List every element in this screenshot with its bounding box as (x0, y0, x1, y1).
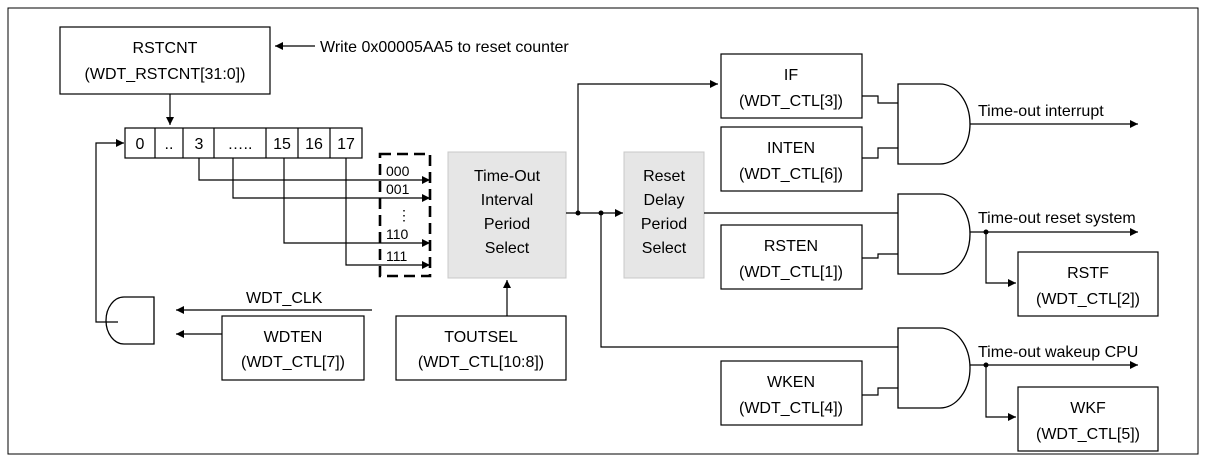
wdten-register: (WDT_CTL[7]) (241, 354, 345, 371)
inten-name: INTEN (767, 140, 815, 157)
clock-feedback-wire (95, 139, 124, 323)
clock-and-gate (105, 296, 155, 345)
rstf-register: (WDT_CTL[2]) (1036, 291, 1140, 308)
counter-bit: ….. (228, 136, 253, 153)
rdp-line: Period (641, 216, 687, 233)
rstf-name: RSTF (1067, 265, 1109, 282)
inten-box: INTEN (WDT_CTL[6]) (720, 126, 863, 192)
if-name: IF (784, 67, 798, 84)
toi-line: Time-Out (474, 168, 541, 185)
counter-bit: 17 (337, 136, 355, 153)
diagram-frame (7, 7, 1199, 455)
rstcnt-register: (WDT_RSTCNT[31:0]) (85, 66, 246, 83)
rsten-to-gate-wire (862, 253, 898, 259)
to-wakeup-gate-wire (600, 213, 898, 348)
wkf-name: WKF (1070, 400, 1106, 417)
period-select-dashed-box (378, 152, 432, 278)
rsten-name: RSTEN (764, 238, 818, 255)
toutsel-name: TOUTSEL (444, 329, 518, 346)
interrupt-output-label: Time-out interrupt (978, 103, 1104, 120)
counter-bit: 15 (273, 136, 291, 153)
inten-to-gate-wire (862, 147, 898, 159)
mux-code: 001 (386, 181, 410, 197)
if-register: (WDT_CTL[3]) (739, 93, 843, 110)
rsten-box: RSTEN (WDT_CTL[1]) (720, 224, 863, 290)
reset-and-gate (897, 193, 971, 275)
if-to-gate-wire (862, 95, 898, 104)
wken-box: WKEN (WDT_CTL[4]) (720, 360, 863, 426)
rstcnt-write-note: Write 0x00005AA5 to reset counter (320, 39, 569, 56)
counter-tap-wires (198, 158, 430, 269)
reset-delay-select-block: Reset Delay Period Select (623, 151, 705, 279)
toutsel-box: TOUTSEL (WDT_CTL[10:8]) (395, 315, 567, 381)
wdten-name: WDTEN (264, 329, 323, 346)
wkf-register: (WDT_CTL[5]) (1036, 426, 1140, 443)
wken-name: WKEN (767, 374, 815, 391)
toutsel-register: (WDT_CTL[10:8]) (418, 354, 544, 371)
counter-bit: 3 (195, 136, 204, 153)
wakeup-and-gate (897, 327, 971, 409)
wdt-clk-label: WDT_CLK (246, 290, 323, 307)
rstcnt-box: RSTCNT (WDT_RSTCNT[31:0]) (59, 26, 271, 95)
toi-line: Period (484, 216, 530, 233)
rsten-register: (WDT_CTL[1]) (739, 264, 843, 281)
counter-bit: 16 (305, 136, 323, 153)
rstf-box: RSTF (WDT_CTL[2]) (1017, 251, 1159, 317)
toi-line: Select (485, 240, 530, 257)
reset-output-label: Time-out reset system (978, 210, 1136, 227)
counter-bit: 0 (136, 136, 145, 153)
counter-register: 0 .. 3 ….. 15 16 17 (124, 127, 363, 159)
mux-code: 110 (386, 226, 409, 242)
to-rstf-wire (985, 232, 1016, 287)
mux-code: ⋮ (397, 207, 411, 223)
mux-code: 111 (386, 248, 407, 264)
if-box: IF (WDT_CTL[3]) (720, 53, 863, 119)
inten-register: (WDT_CTL[6]) (739, 166, 843, 183)
rstcnt-name: RSTCNT (133, 40, 198, 57)
wakeup-output-label: Time-out wakeup CPU (978, 344, 1138, 361)
rdp-line: Select (642, 240, 687, 257)
to-if-wire (577, 80, 718, 213)
counter-bit: .. (165, 136, 174, 153)
rdp-line: Reset (643, 168, 685, 185)
wdten-box: WDTEN (WDT_CTL[7]) (221, 315, 365, 381)
mux-code: 000 (386, 163, 410, 179)
rdp-line: Delay (644, 192, 685, 209)
wken-to-gate-wire (862, 387, 898, 396)
wkf-box: WKF (WDT_CTL[5]) (1017, 386, 1159, 452)
timeout-interval-select-block: Time-Out Interval Period Select (447, 151, 567, 279)
interrupt-and-gate (897, 83, 971, 165)
to-wkf-wire (985, 365, 1016, 421)
toi-line: Interval (481, 192, 533, 209)
wken-register: (WDT_CTL[4]) (739, 400, 843, 417)
